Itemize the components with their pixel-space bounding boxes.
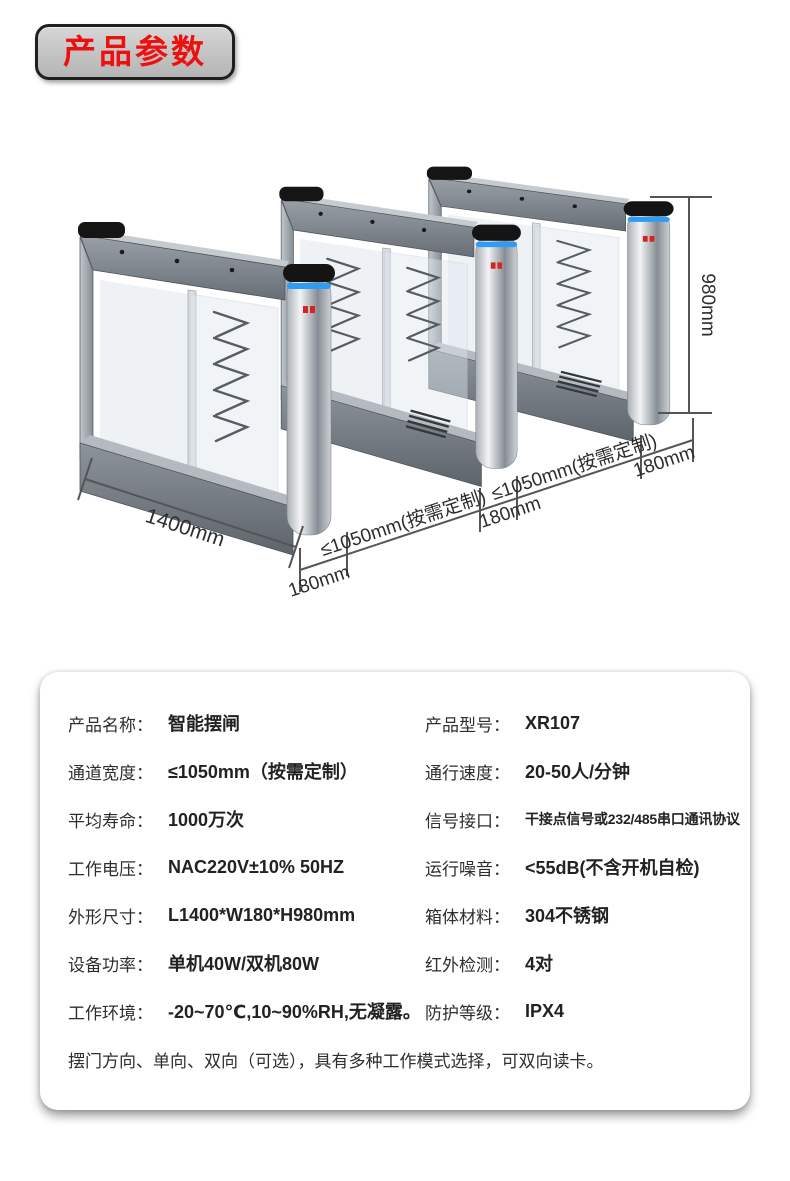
brand-mark — [490, 262, 503, 269]
spec-value: 304不锈钢 — [525, 906, 610, 926]
dim-lane-label-1: ≤1050mm(按需定制) — [318, 486, 489, 561]
pillar-led-ring — [475, 241, 518, 248]
spec-label: 红外检测： — [425, 955, 510, 975]
spec-row-speed: 通行速度： 20-50人/分钟 — [425, 747, 742, 795]
spec-value: XR107 — [525, 712, 581, 733]
spec-label: 工作环境： — [68, 1003, 153, 1023]
spec-label: 产品型号： — [425, 715, 510, 735]
pillar-cap — [472, 224, 521, 241]
spec-value: <55dB(不含开机自检) — [525, 858, 700, 878]
pillar-cap — [283, 264, 335, 282]
spec-row-voltage: 工作电压： NAC220V±10% 50HZ — [68, 843, 425, 891]
spec-value: 智能摆闸 — [168, 714, 240, 734]
spec-footnote: 摆门方向、单向、双向（可选），具有多种工作模式选择，可双向读卡。 — [68, 1051, 604, 1071]
dimension-lines — [77, 196, 712, 592]
spec-value: 单机40W/双机80W — [168, 954, 320, 974]
vent-grille — [405, 409, 451, 439]
dim-height-label: 980mm — [697, 273, 718, 336]
brand-mark — [303, 306, 315, 313]
spec-label: 产品名称： — [68, 715, 153, 735]
spec-label: 平均寿命： — [68, 811, 153, 831]
spec-value: NAC220V±10% 50HZ — [168, 856, 344, 877]
spec-col-left: 产品名称： 智能摆闸 通道宽度： ≤1050mm（按需定制） 平均寿命： 100… — [68, 699, 425, 1035]
spec-label: 外形尺寸： — [68, 907, 153, 927]
spec-value: L1400*W180*H980mm — [168, 904, 356, 925]
spec-row-protection: 防护等级： IPX4 — [425, 987, 742, 1035]
spec-row-dimensions: 外形尺寸： L1400*W180*H980mm — [68, 891, 425, 939]
spec-value: IPX4 — [525, 1000, 565, 1021]
product-figure: 980mm 1400mm 180mm ≤1050mm(按需定制) 180mm ≤… — [0, 140, 790, 620]
gate-unit-front — [78, 222, 335, 556]
section-badge-label: 产品参数 — [63, 33, 207, 70]
spec-grid: 产品名称： 智能摆闸 通道宽度： ≤1050mm（按需定制） 平均寿命： 100… — [40, 672, 750, 1035]
spec-row-environment: 工作环境： -20~70℃,10~90%RH,无凝露。 — [68, 987, 425, 1035]
spec-value: ≤1050mm（按需定制） — [168, 762, 358, 782]
spec-col-right: 产品型号： XR107 通行速度： 20-50人/分钟 信号接口： 干接点信号或… — [425, 699, 742, 1035]
vent-grille — [555, 370, 602, 398]
spec-label: 通行速度： — [425, 763, 510, 783]
spec-label: 设备功率： — [68, 955, 153, 975]
spec-row-model: 产品型号： XR107 — [425, 699, 742, 747]
pillar-led-ring — [627, 216, 670, 222]
pillar-cylinder — [627, 210, 671, 426]
pillar-cap — [623, 201, 674, 217]
spec-label: 防护等级： — [425, 1003, 510, 1023]
spec-value: -20~70℃,10~90%RH,无凝露。 — [168, 1002, 421, 1022]
spec-row-product-name: 产品名称： 智能摆闸 — [68, 699, 425, 747]
pillar-cylinder — [286, 274, 332, 536]
spec-row-infrared: 红外检测： 4对 — [425, 939, 742, 987]
spec-value: 4对 — [525, 954, 554, 974]
spec-card: 产品名称： 智能摆闸 通道宽度： ≤1050mm（按需定制） 平均寿命： 100… — [40, 672, 750, 1110]
gate-unit-middle — [279, 186, 521, 487]
spec-label: 运行噪音： — [425, 859, 510, 879]
spec-value: 20-50人/分钟 — [525, 762, 631, 782]
spec-row-channel-width: 通道宽度： ≤1050mm（按需定制） — [68, 747, 425, 795]
spec-value: 干接点信号或232/485串口通讯协议 — [525, 811, 740, 827]
pillar-led-ring — [287, 283, 331, 289]
section-badge: 产品参数 — [35, 24, 235, 81]
dim-depth-label-front: 180mm — [286, 562, 353, 602]
spec-row-noise: 运行噪音： <55dB(不含开机自检) — [425, 843, 742, 891]
spec-label: 箱体材料： — [425, 907, 510, 927]
glass-chevrons — [326, 257, 442, 362]
spec-row-signal: 信号接口： 干接点信号或232/485串口通讯协议 — [425, 795, 742, 843]
spec-label: 工作电压： — [68, 859, 153, 879]
spec-row-lifespan: 平均寿命： 1000万次 — [68, 795, 425, 843]
spec-row-material: 箱体材料： 304不锈钢 — [425, 891, 742, 939]
spec-label: 信号接口： — [425, 811, 510, 831]
turnstile-diagram: 980mm 1400mm 180mm ≤1050mm(按需定制) 180mm ≤… — [77, 166, 718, 602]
brand-mark — [642, 235, 655, 242]
spec-value: 1000万次 — [168, 810, 245, 830]
spec-label: 通道宽度： — [68, 763, 153, 783]
glass-chevrons — [556, 239, 593, 349]
spec-row-power: 设备功率： 单机40W/双机80W — [68, 939, 425, 987]
pillar-cylinder — [475, 234, 518, 469]
glass-chevrons — [212, 310, 251, 443]
